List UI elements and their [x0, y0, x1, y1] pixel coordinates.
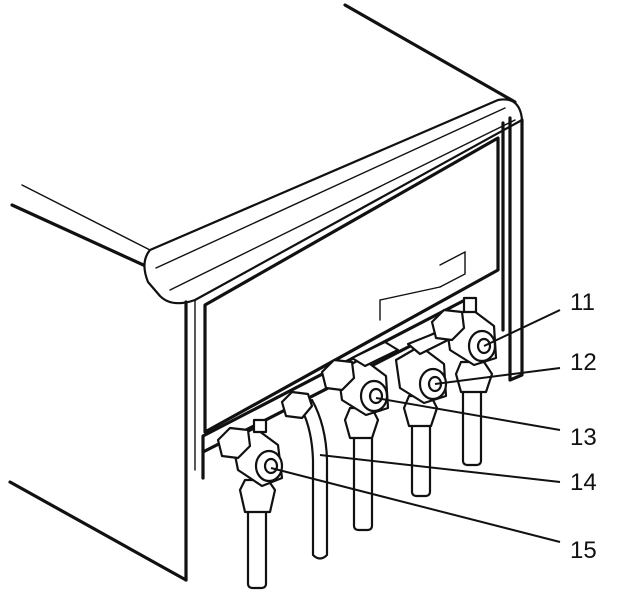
- valve-12: [394, 330, 450, 498]
- valve-11-nut: [454, 360, 494, 394]
- valve-13: [320, 340, 400, 532]
- casing-back-top-edge: [343, 3, 517, 104]
- valve-15-pipe: [246, 498, 268, 590]
- valve-11-stem: [462, 296, 478, 314]
- valve-13-pipe: [352, 428, 374, 532]
- callout-13: 13: [570, 424, 597, 451]
- bent-pipe-nut: [280, 390, 314, 420]
- valve-15-nut: [238, 478, 277, 514]
- leader-14: [319, 454, 561, 483]
- valve-13-port-inner: [368, 387, 384, 405]
- valve-13-nut: [343, 406, 380, 440]
- leader-11: [483, 309, 561, 347]
- casing-right-side: [508, 116, 524, 382]
- casing-left-top-edge: [10, 203, 152, 270]
- valve-15-stem: [252, 418, 268, 434]
- casing-left-bottom-edge: [8, 480, 188, 582]
- casing-opening: [203, 136, 500, 434]
- valve-13-handle: [350, 340, 400, 368]
- valve-15: [216, 418, 284, 590]
- pipe-14: [280, 390, 329, 560]
- valve-11-pipe: [461, 383, 483, 467]
- callout-11: 11: [570, 289, 595, 316]
- leader-12: [434, 367, 561, 385]
- callout-labels: 11 12 13 14 15: [570, 289, 597, 564]
- valve-12-pipe: [410, 418, 432, 498]
- leader-13: [375, 397, 561, 431]
- valve-13-side-nut: [320, 358, 356, 392]
- leader-15: [270, 467, 561, 543]
- callout-12: 12: [570, 349, 597, 376]
- leader-lines: [270, 309, 561, 543]
- valve-11-side-nut: [430, 308, 466, 342]
- opening-bracket: [379, 286, 441, 321]
- callout-14: 14: [570, 469, 597, 496]
- callout-15: 15: [570, 537, 597, 564]
- casing-lip-highlight: [155, 107, 506, 269]
- casing-left-top-edge-inner: [21, 184, 151, 251]
- valve-15-port-inner: [263, 457, 279, 475]
- casing-front-lip: [143, 98, 524, 305]
- casing-lip-edge: [169, 119, 516, 291]
- valve-15-side-nut: [216, 426, 252, 460]
- opening-step: [439, 250, 466, 288]
